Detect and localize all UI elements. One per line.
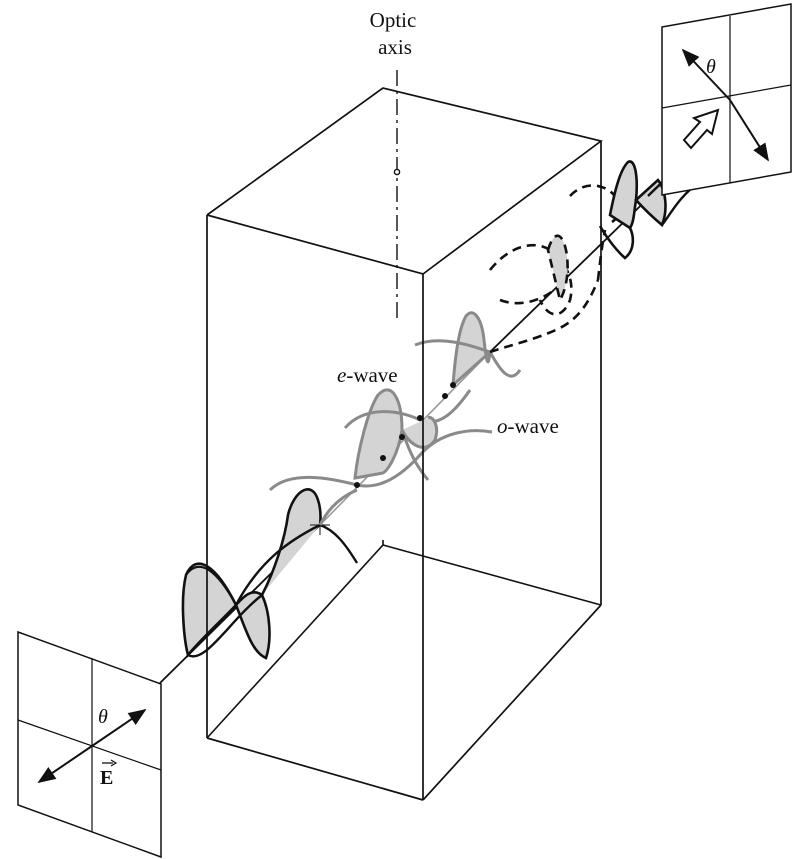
- input-polarization-plate: [17, 630, 162, 859]
- optic-axis-label-line2: axis: [378, 35, 412, 59]
- e-wave-label-rest: -wave: [346, 363, 397, 387]
- o-wave-label: o-wave: [497, 414, 559, 438]
- crystal-back-edges: [206, 540, 602, 739]
- e-wave-label: e-wave: [337, 363, 398, 387]
- output-theta-label: θ: [706, 56, 716, 78]
- wave-nodes: [354, 382, 456, 488]
- propagation-direction-arrow-icon: [682, 108, 720, 150]
- input-theta-label: θ: [98, 706, 108, 728]
- field-vector-label: E: [100, 759, 118, 789]
- o-wave-label-rest: -wave: [508, 414, 559, 438]
- exit-wave: [598, 147, 701, 260]
- crystal-front-edges: [206, 87, 603, 801]
- o-wave-label-italic: o: [497, 414, 508, 438]
- output-polarization-plate: [661, 3, 792, 196]
- input-field-arrow: [91, 708, 147, 747]
- field-vector-letter: E: [100, 767, 113, 789]
- optic-axis-line: [393, 70, 401, 320]
- input-wave: [181, 488, 359, 660]
- optic-axis-label-line1: Optic: [370, 8, 417, 32]
- e-wave-label-italic: e: [337, 363, 346, 387]
